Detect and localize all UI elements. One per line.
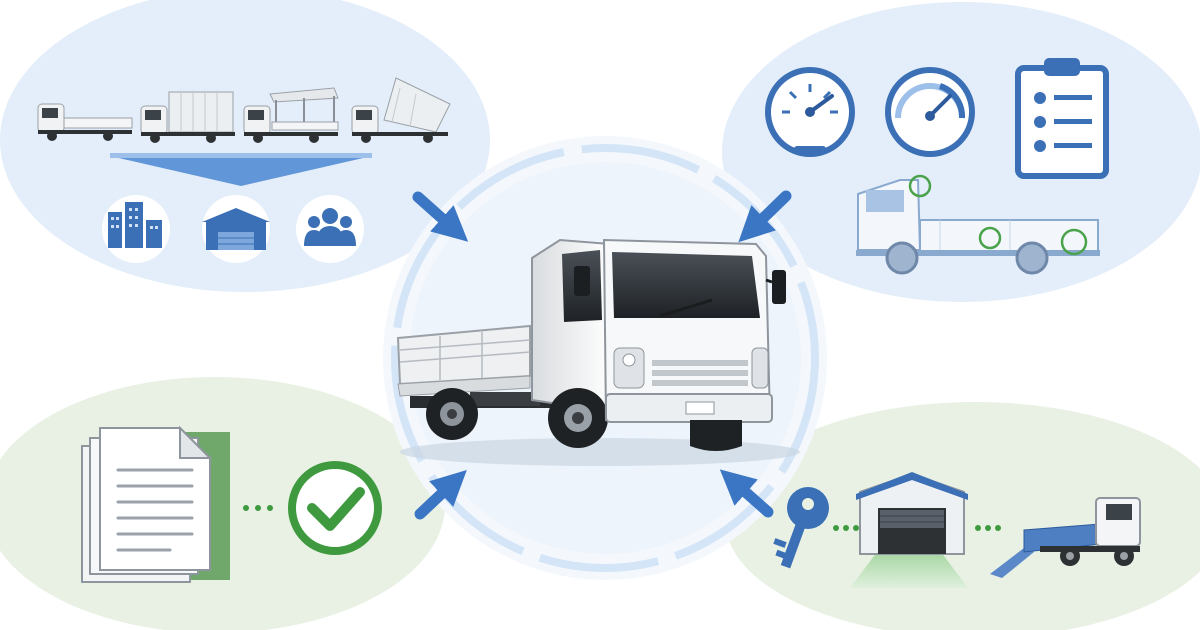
arrow-top-right [738,190,792,243]
box-truck-icon [140,91,235,143]
flatbed-truck-icon [37,103,133,141]
funnel-triangle [110,156,372,186]
tow-truck-icon [990,497,1141,578]
clipboard-checklist-icon [1015,58,1109,179]
dotted-connector-right-1 [833,525,859,531]
garage-icon [850,472,968,588]
truck-inspection-icon [856,174,1100,275]
dotted-connector-right-2 [975,525,1001,531]
office-buildings-icon [108,202,162,248]
dump-truck-icon [351,77,451,143]
arrow-bottom-left [414,469,467,520]
checkmark-circle-icon [288,461,382,555]
gauge-icon [885,67,975,157]
dotted-connector-left [243,505,273,511]
warehouse-icon [202,208,270,250]
speedometer-icon [765,67,855,157]
arrows [412,190,792,520]
people-group-icon [304,208,356,246]
documents-icon [81,425,230,583]
canopy-truck-icon [243,87,339,143]
key-icon [773,487,829,569]
main-flatbed-truck-image [396,238,800,466]
funnel-bar [110,153,372,158]
arrow-bottom-right [719,469,774,518]
arrow-top-left [412,191,469,242]
